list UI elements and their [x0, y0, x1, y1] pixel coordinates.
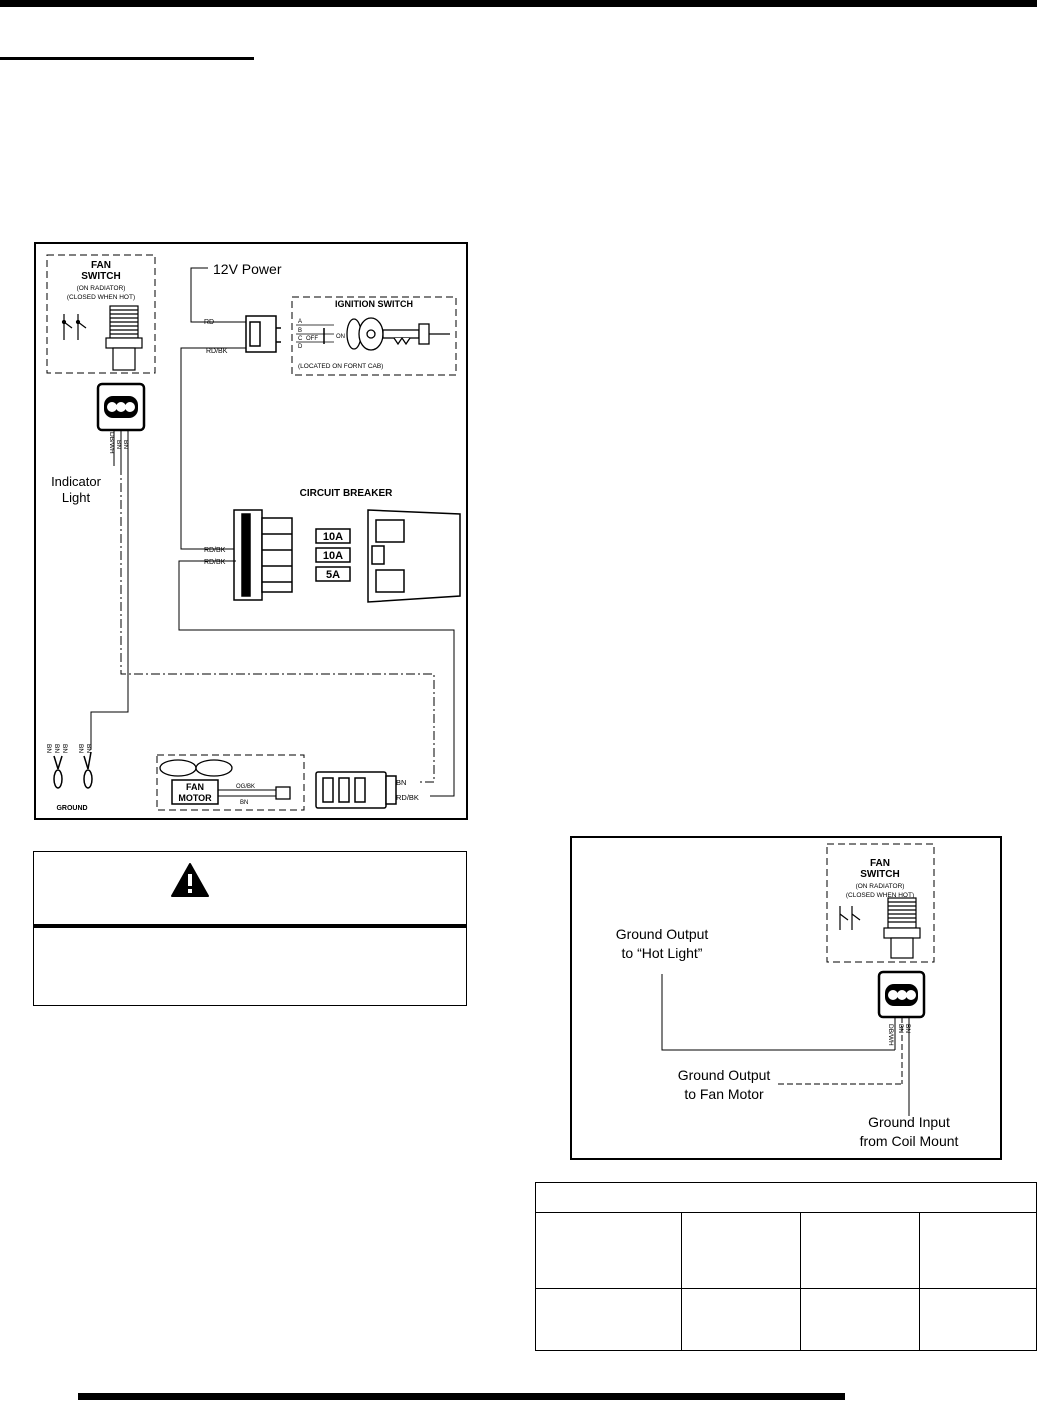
- wiring-diagram: FAN SWITCH (ON RADIATOR) (CLOSED WHEN HO…: [34, 242, 468, 820]
- ignition-position: C: [298, 336, 303, 342]
- fan-motor-label: MOTOR: [178, 793, 212, 803]
- fuse-label: 10A: [323, 550, 343, 562]
- table-row: [535, 1212, 1037, 1289]
- circuit-breaker-cover-icon: [367, 509, 461, 603]
- ground-label: GROUND: [56, 805, 87, 812]
- wire-label-bn: BN: [122, 440, 129, 449]
- wire-label-bn: BN: [85, 744, 92, 753]
- fan-switch-connector-icon: [877, 970, 926, 1019]
- ground-eyelet-icon: [53, 751, 93, 789]
- table-cell: [681, 1288, 801, 1351]
- wire-label-rd-bk: RD/BK: [204, 547, 226, 554]
- ignition-switch-box: [291, 296, 457, 376]
- power-connector-icon: [245, 315, 281, 353]
- ignition-on-label: ON: [336, 334, 345, 340]
- ground-input-label: from Coil Mount: [860, 1133, 959, 1149]
- wire-label-rd-bk: RD/BK: [396, 793, 419, 802]
- fan-blade-icon: [159, 759, 233, 777]
- indicator-light-label: Indicator: [51, 474, 102, 489]
- fan-motor-output-label: to Fan Motor: [684, 1086, 764, 1102]
- table-cell: [681, 1212, 801, 1289]
- ignition-position: A: [298, 319, 302, 325]
- ignition-off-label: OFF: [306, 336, 318, 342]
- table-cell: [919, 1212, 1037, 1289]
- top-rule: [0, 0, 1037, 7]
- table-cell: [800, 1212, 920, 1289]
- section-title-underline: [0, 57, 254, 60]
- circuit-breaker-title: CIRCUIT BREAKER: [300, 488, 394, 499]
- table-cell: [535, 1212, 682, 1289]
- warning-divider: [33, 924, 467, 928]
- table-row: [535, 1288, 1037, 1351]
- fan-motor-box: [156, 754, 305, 811]
- wire-label-bn: BN: [396, 778, 406, 787]
- fan-switch-box: [46, 254, 156, 374]
- warning-box: [33, 851, 467, 1006]
- fan-motor-icon: [171, 779, 219, 805]
- fan-switch-title: SWITCH: [81, 271, 120, 282]
- wire-label-bn: BN: [61, 744, 68, 753]
- ignition-location-note: (LOCATED ON FORNT CAB): [298, 363, 383, 370]
- ignition-switch-title: IGNITION SWITCH: [335, 299, 413, 309]
- fuse-label: 5A: [326, 569, 340, 581]
- hot-light-output-label: to “Hot Light”: [622, 945, 703, 961]
- fan-motor-label: FAN: [186, 782, 204, 792]
- table-cell: [919, 1288, 1037, 1351]
- ignition-position: D: [298, 344, 303, 350]
- fan-switch-title: SWITCH: [860, 869, 899, 880]
- ignition-key-icon: [346, 317, 450, 351]
- wire-label-rd: RD: [204, 319, 214, 326]
- ground-input-label: Ground Input: [868, 1114, 950, 1130]
- fan-switch-note: (CLOSED WHEN HOT): [846, 892, 914, 899]
- switch-contact-icon: [61, 314, 87, 340]
- wire-label-bn: BN: [904, 1024, 911, 1033]
- circuit-breaker-housing-icon: [233, 509, 293, 601]
- power-label: 12V Power: [213, 261, 282, 277]
- fan-switch-title: FAN: [870, 858, 890, 869]
- switch-contact-icon: [839, 906, 861, 930]
- wire-label-bn: BN: [240, 800, 248, 806]
- table-header-row: [535, 1182, 1037, 1213]
- bottom-rule: [78, 1393, 845, 1400]
- fan-motor-output-label: Ground Output: [678, 1067, 771, 1083]
- spec-table: [535, 1182, 1037, 1351]
- wire-label-db-wh: DB/WH: [108, 432, 115, 454]
- fan-switch-detail-diagram: FAN SWITCH (ON RADIATOR) (CLOSED WHEN HO…: [570, 836, 1002, 1160]
- fan-switch-sensor-icon: [105, 305, 143, 371]
- warning-triangle-icon: [171, 863, 209, 897]
- fuse-icon: [315, 528, 351, 582]
- fan-motor-connector-icon: [315, 771, 397, 809]
- wire-label-db-wh: DB/WH: [887, 1024, 894, 1046]
- table-cell: [800, 1288, 920, 1351]
- wire-label-rd-bk: RD/BK: [206, 348, 228, 355]
- fan-switch-note: (ON RADIATOR): [77, 285, 126, 292]
- fan-switch-note: (CLOSED WHEN HOT): [67, 294, 135, 301]
- fan-switch-note: (ON RADIATOR): [856, 883, 905, 890]
- fan-switch-box: [826, 843, 935, 963]
- fuse-label: 10A: [323, 531, 343, 543]
- fan-switch-sensor-icon: [883, 897, 921, 959]
- wire-label-bn: BN: [115, 440, 122, 449]
- wire-label-bn: BN: [77, 744, 84, 753]
- motor-plug-icon: [275, 786, 291, 800]
- fan-switch-connector-icon: [96, 382, 146, 432]
- wire-label-og-bk: OG/BK: [236, 784, 255, 790]
- ignition-position: B: [298, 328, 302, 334]
- wire-label-bn: BN: [53, 744, 60, 753]
- table-header-cell: [535, 1182, 1037, 1213]
- wire-label-bn: BN: [45, 744, 52, 753]
- hot-light-output-label: Ground Output: [616, 926, 709, 942]
- table-cell: [535, 1288, 682, 1351]
- fan-switch-title: FAN: [91, 260, 111, 271]
- indicator-light-label: Light: [62, 490, 91, 505]
- wire-label-bn: BN: [897, 1024, 904, 1033]
- wire-label-rd-bk: RD/BK: [204, 559, 226, 566]
